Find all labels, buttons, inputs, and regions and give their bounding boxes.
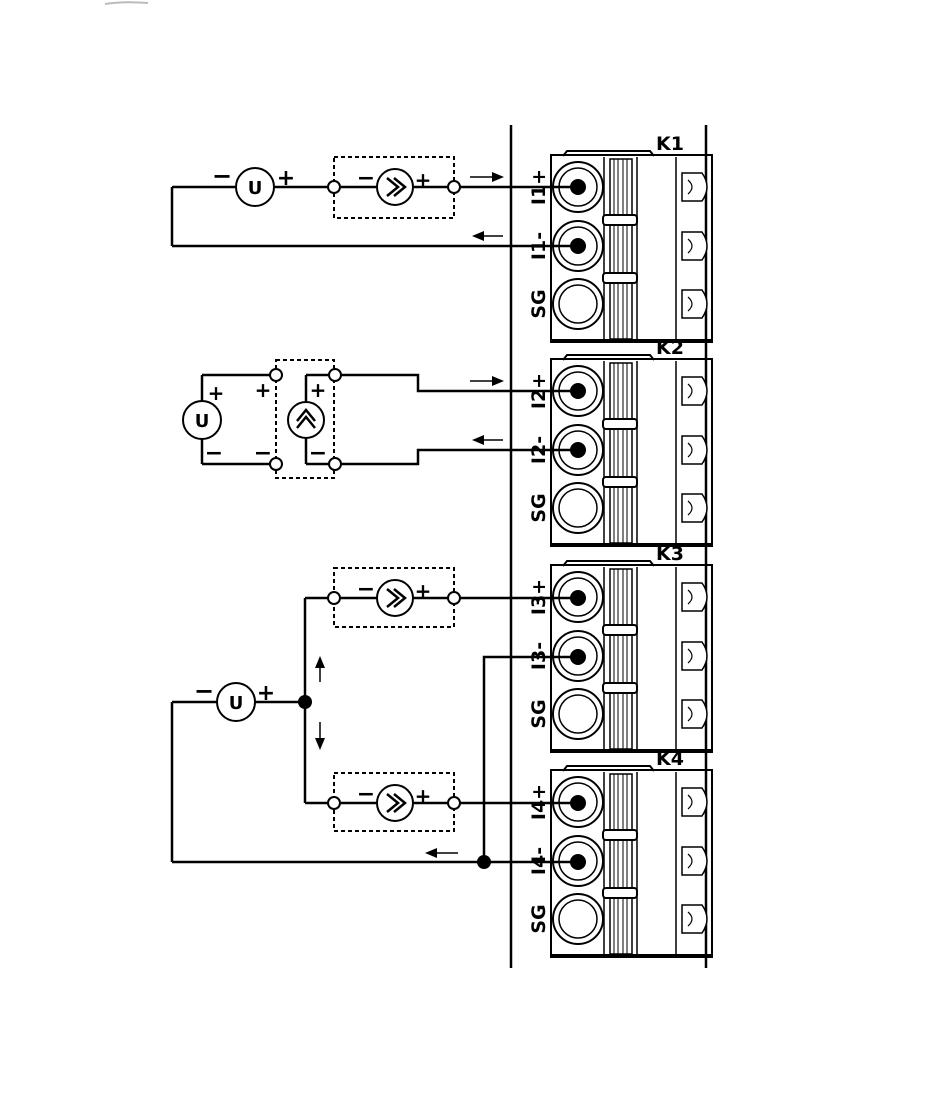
circuit-k1: U − + − + <box>170 156 578 248</box>
connection-dot <box>570 179 586 195</box>
connection-dot <box>570 442 586 458</box>
block-label: K4 <box>656 748 684 770</box>
arrow-down-icon <box>315 738 325 750</box>
voltage-source-icon <box>182 400 222 440</box>
terminal-ring <box>269 457 283 471</box>
connection-dot <box>570 854 586 870</box>
circuit-k2: U + − + − + − <box>182 359 578 479</box>
plus-sign: + <box>208 381 225 405</box>
connection-dot <box>570 590 586 606</box>
connection-dots <box>570 179 586 870</box>
minus-sign: − <box>194 677 214 705</box>
block-label: K3 <box>656 543 684 565</box>
terminal-label: SG <box>528 289 550 318</box>
terminal-ring <box>327 180 341 194</box>
current-source-icon <box>376 784 414 822</box>
minus-sign: − <box>212 162 232 190</box>
plus-sign: + <box>257 681 275 706</box>
circuit-k3-k4: U − + − + − + <box>170 567 578 869</box>
junction-dot <box>477 855 491 869</box>
voltage-source-icon <box>216 682 256 722</box>
connection-dot <box>570 238 586 254</box>
plus-sign: + <box>415 579 432 603</box>
transmitter-box <box>275 359 335 479</box>
terminal-ring <box>269 368 283 382</box>
terminal-ring <box>328 368 342 382</box>
connection-dot <box>570 649 586 665</box>
current-source-icon <box>287 401 325 439</box>
terminal-ring <box>327 591 341 605</box>
terminal-label: SG <box>528 699 550 728</box>
current-source-icon <box>376 168 414 206</box>
arrow-right-icon <box>492 172 504 182</box>
minus-sign: − <box>357 782 375 807</box>
minus-sign: − <box>309 441 327 466</box>
terminal-label: SG <box>528 904 550 933</box>
minus-sign: − <box>205 441 223 466</box>
scan-mark <box>104 1 149 5</box>
plus-sign: + <box>277 166 295 191</box>
arrow-right-icon <box>492 376 504 386</box>
plus-sign: + <box>415 168 432 192</box>
terminal-ring <box>447 796 461 810</box>
voltage-source-label: U <box>195 411 210 432</box>
arrow-left-icon <box>472 435 484 445</box>
terminal-ring <box>447 591 461 605</box>
voltage-source-label: U <box>248 178 263 199</box>
terminal-label: SG <box>528 493 550 522</box>
current-source-icon <box>376 579 414 617</box>
plus-sign: + <box>310 378 327 402</box>
minus-sign: − <box>357 577 375 602</box>
voltage-source-label: U <box>229 693 244 714</box>
plus-sign: + <box>415 784 432 808</box>
minus-sign: − <box>254 441 272 466</box>
terminal-ring <box>327 796 341 810</box>
connection-dot <box>570 383 586 399</box>
terminal-ring <box>447 180 461 194</box>
block-label: K1 <box>656 133 684 155</box>
arrow-left-icon <box>425 848 437 858</box>
connection-dot <box>570 795 586 811</box>
minus-sign: − <box>357 166 375 191</box>
voltage-source-icon <box>235 167 275 207</box>
arrow-left-icon <box>472 231 484 241</box>
terminal-ring <box>328 457 342 471</box>
block-label: K2 <box>656 337 684 359</box>
plus-sign: + <box>255 378 272 402</box>
arrow-up-icon <box>315 656 325 668</box>
